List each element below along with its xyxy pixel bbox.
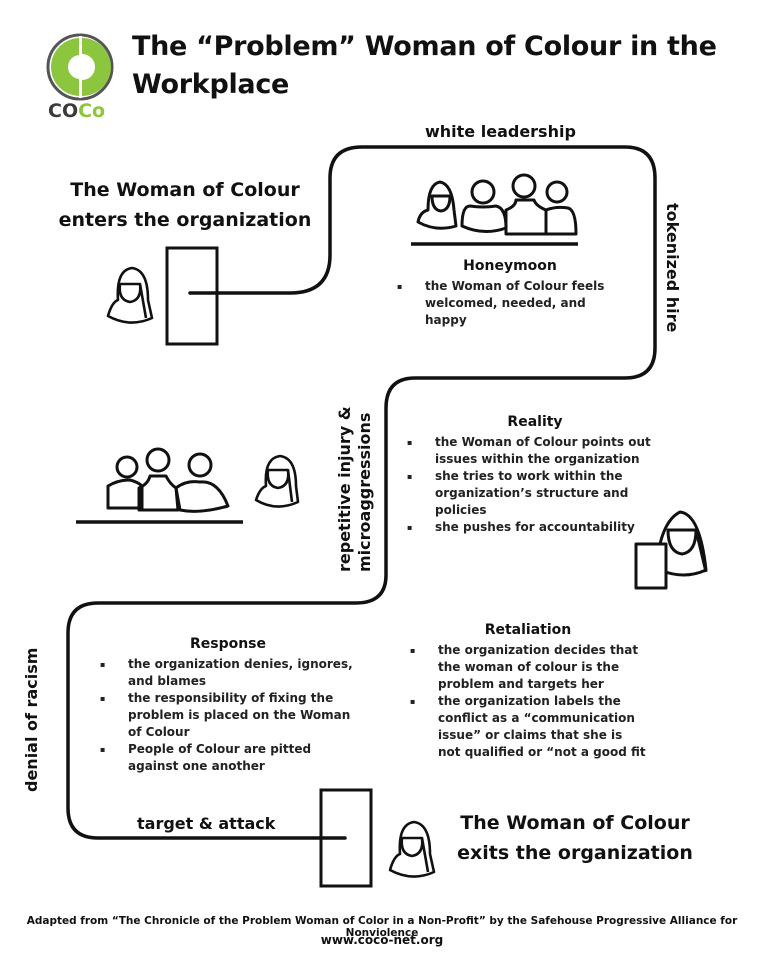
- bullet-item: the organization denies, ignores, and bl…: [100, 656, 358, 690]
- bullet-item: the organization labels the conflict as …: [410, 693, 648, 761]
- woman-of-colour-entering-icon: [106, 266, 154, 324]
- bullet-item: the responsibility of fixing the problem…: [100, 690, 358, 741]
- coco-logo-icon: [46, 33, 114, 101]
- footer-credit: Adapted from “The Chronicle of the Probl…: [26, 915, 738, 939]
- bullet-item: she tries to work within the organizatio…: [407, 468, 665, 519]
- journey-path-line: [66, 145, 657, 840]
- white-leadership-group-icon: [76, 447, 243, 524]
- path-label-denial-of-racism: denial of racism: [22, 647, 41, 792]
- woman-of-colour-exiting-icon: [388, 820, 436, 878]
- woman-of-colour-icon: [254, 454, 300, 508]
- path-label-tokenized-hire: tokenized hire: [663, 203, 682, 333]
- exit-door-icon: [319, 788, 373, 888]
- entry-door-icon: [165, 246, 219, 346]
- honeymoon-group-icon: [411, 173, 578, 246]
- bullet-item: People of Colour are pitted against one …: [100, 741, 358, 775]
- path-label-target-attack: target & attack: [137, 814, 276, 833]
- section-response: Response the organization denies, ignore…: [98, 636, 358, 775]
- page-title: The “Problem” Woman of Colour in the Wor…: [132, 31, 717, 100]
- section-heading: Retaliation: [484, 622, 572, 638]
- bullet-item: she pushes for accountability: [407, 519, 665, 536]
- coco-logo: COCo: [42, 30, 122, 125]
- section-heading: Response: [189, 636, 267, 652]
- bullet-item: the Woman of Colour points out issues wi…: [407, 434, 665, 468]
- bullet-item: the organization decides that the woman …: [410, 642, 648, 693]
- bullet-item: the Woman of Colour feels welcomed, need…: [397, 278, 625, 329]
- path-label-microaggressions: repetitive injury &microaggressions: [335, 406, 374, 572]
- section-retaliation: Retaliation the organization decides tha…: [408, 622, 648, 761]
- section-honeymoon: Honeymoon the Woman of Colour feels welc…: [395, 258, 625, 329]
- section-reality: Reality the Woman of Colour points out i…: [405, 414, 665, 536]
- section-heading: Reality: [507, 414, 563, 430]
- coco-logo-text: COCo: [48, 100, 106, 122]
- section-heading: Honeymoon: [463, 258, 557, 274]
- woman-holding-document-icon: [634, 510, 708, 590]
- footer-url-link[interactable]: www.coco-net.org: [320, 933, 444, 947]
- path-label-white-leadership: white leadership: [425, 122, 576, 141]
